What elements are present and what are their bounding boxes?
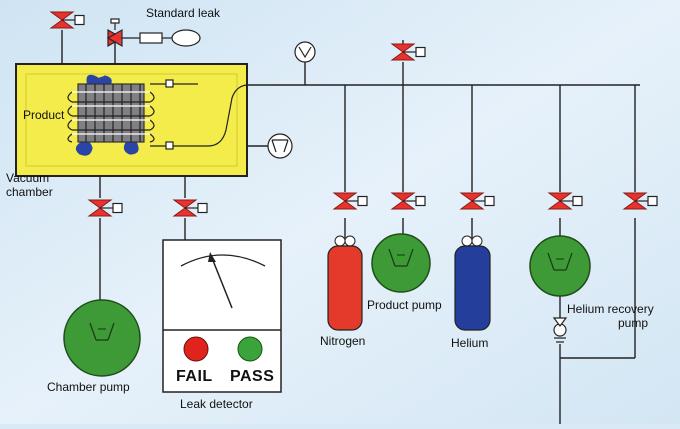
vacuum-chamber-label-line2: chamber <box>6 185 53 199</box>
vacuum-gauge-top <box>294 41 316 63</box>
fail-label: FAIL <box>176 368 213 385</box>
product-pump-label: Product pump <box>367 298 442 312</box>
standard-leak-label: Standard leak <box>146 6 221 20</box>
pass-label: PASS <box>230 368 275 385</box>
product-label: Product <box>23 108 65 122</box>
helium-recovery-pump <box>529 235 591 297</box>
helium-recovery-pump-label-line1: Helium recovery <box>567 302 654 316</box>
helium-label: Helium <box>451 336 489 350</box>
helium-recovery-pump-label-line2: pump <box>618 316 649 330</box>
pipework <box>61 30 640 424</box>
nitrogen-cylinder <box>327 235 363 331</box>
product-coil <box>67 74 248 156</box>
helium-cylinder <box>454 235 491 331</box>
nitrogen-label: Nitrogen <box>320 334 366 348</box>
chamber-pump <box>63 299 141 377</box>
check-valve <box>552 317 568 343</box>
vacuum-chamber-label-line1: Vacuum <box>6 171 50 185</box>
leak-detector <box>162 239 282 393</box>
product-pump <box>371 233 431 293</box>
leak-detector-label: Leak detector <box>180 397 253 411</box>
standard-leak <box>106 18 201 48</box>
vacuum-gauge-chamber <box>267 133 293 159</box>
chamber-pump-label: Chamber pump <box>47 380 130 394</box>
